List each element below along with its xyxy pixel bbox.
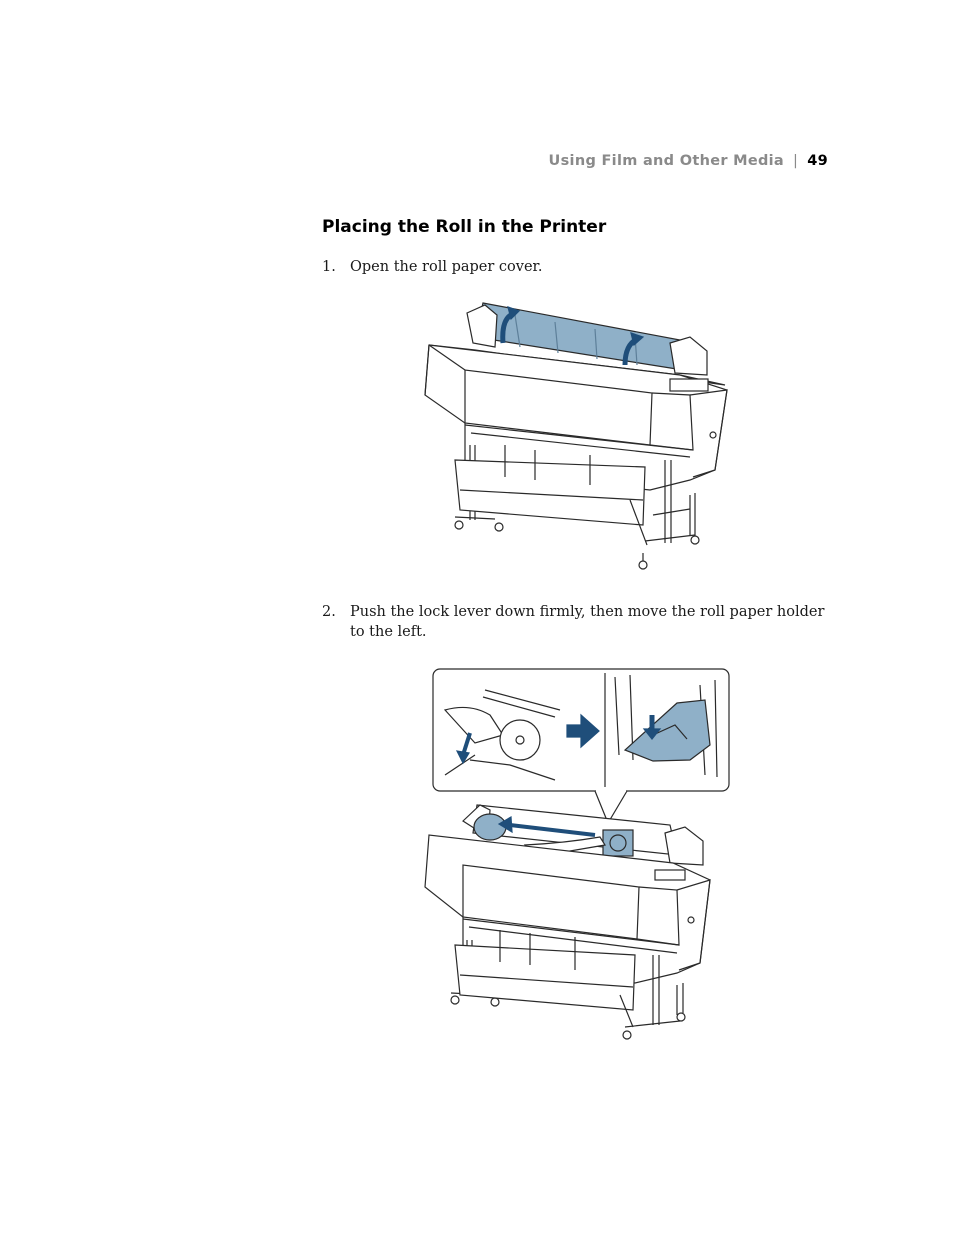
- printer-open-cover-illustration: [424, 302, 728, 570]
- section-title: Using Film and Other Media: [548, 153, 785, 169]
- lock-lever-illustration: [424, 668, 730, 1040]
- section-heading: Placing the Roll in the Printer: [322, 217, 607, 237]
- step-number: 1.: [322, 259, 336, 275]
- header-separator: |: [793, 153, 799, 169]
- step-text: Open the roll paper cover.: [350, 259, 543, 275]
- step-2: 2. Push the lock lever down firmly, then…: [322, 602, 827, 642]
- running-header: Using Film and Other Media | 49: [0, 153, 828, 169]
- step-text: Push the lock lever down firmly, then mo…: [350, 604, 825, 640]
- step-1: 1. Open the roll paper cover.: [322, 257, 827, 277]
- page-number: 49: [807, 153, 828, 169]
- step-number: 2.: [322, 604, 336, 620]
